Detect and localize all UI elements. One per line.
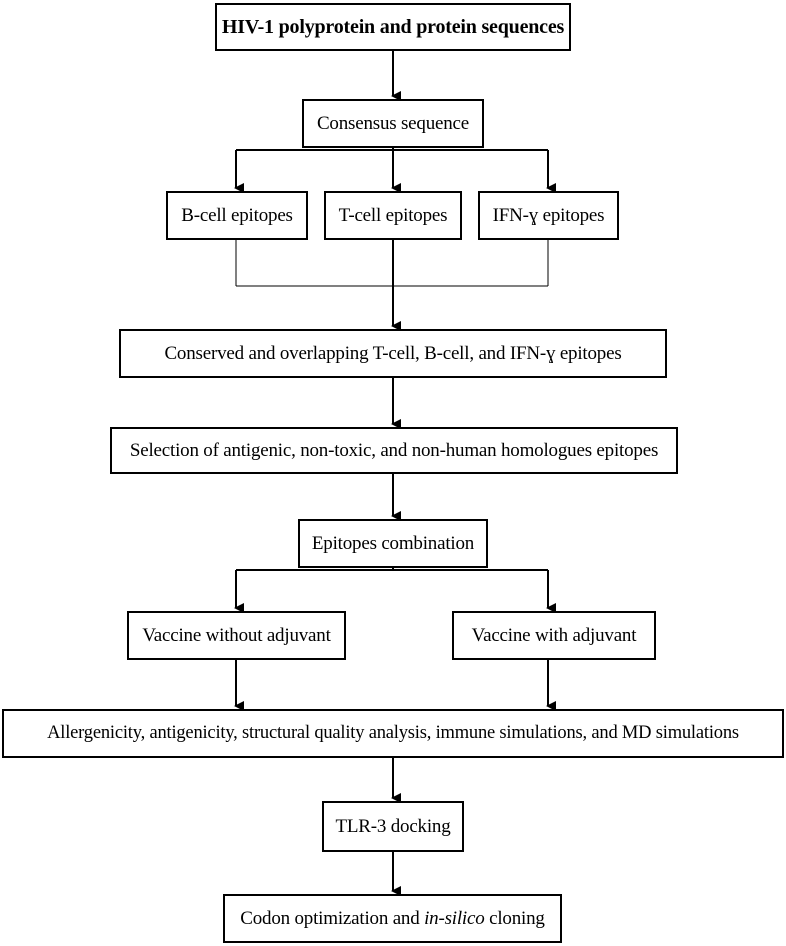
with-adjuvant-label: Vaccine with adjuvant — [471, 624, 637, 646]
selection-box: Selection of antigenic, non-toxic, and n… — [110, 427, 678, 474]
tcell-label: T-cell epitopes — [338, 204, 448, 226]
conserved-box: Conserved and overlapping T-cell, B-cell… — [119, 329, 667, 378]
conserved-label: Conserved and overlapping T-cell, B-cell… — [164, 342, 622, 364]
consensus-label: Consensus sequence — [316, 112, 470, 134]
ifn-box: IFN-ɣ epitopes — [478, 191, 619, 240]
consensus-box: Consensus sequence — [302, 99, 484, 148]
cloning-label: Codon optimization and in-silico cloning — [240, 907, 545, 930]
hiv-sequences-label: HIV-1 polyprotein and protein sequences — [221, 15, 565, 38]
bcell-label: B-cell epitopes — [181, 204, 293, 226]
bcell-box: B-cell epitopes — [166, 191, 308, 240]
tcell-box: T-cell epitopes — [324, 191, 462, 240]
hiv-sequences-box: HIV-1 polyprotein and protein sequences — [215, 3, 571, 51]
docking-label: TLR-3 docking — [335, 815, 451, 837]
selection-label: Selection of antigenic, non-toxic, and n… — [129, 439, 659, 461]
combination-label: Epitopes combination — [311, 532, 475, 554]
combination-box: Epitopes combination — [298, 519, 488, 568]
docking-box: TLR-3 docking — [322, 801, 464, 852]
without-adjuvant-label: Vaccine without adjuvant — [142, 624, 331, 646]
with-adjuvant-box: Vaccine with adjuvant — [452, 611, 656, 660]
analysis-label: Allergenicity, antigenicity, structural … — [47, 723, 739, 743]
cloning-label-suffix: cloning — [484, 907, 545, 929]
analysis-box: Allergenicity, antigenicity, structural … — [2, 709, 784, 758]
ifn-label: IFN-ɣ epitopes — [492, 204, 605, 226]
cloning-label-italic: in-silico — [424, 907, 485, 929]
without-adjuvant-box: Vaccine without adjuvant — [127, 611, 346, 660]
cloning-label-prefix: Codon optimization and — [240, 907, 425, 929]
cloning-box: Codon optimization and in-silico cloning — [223, 894, 562, 943]
